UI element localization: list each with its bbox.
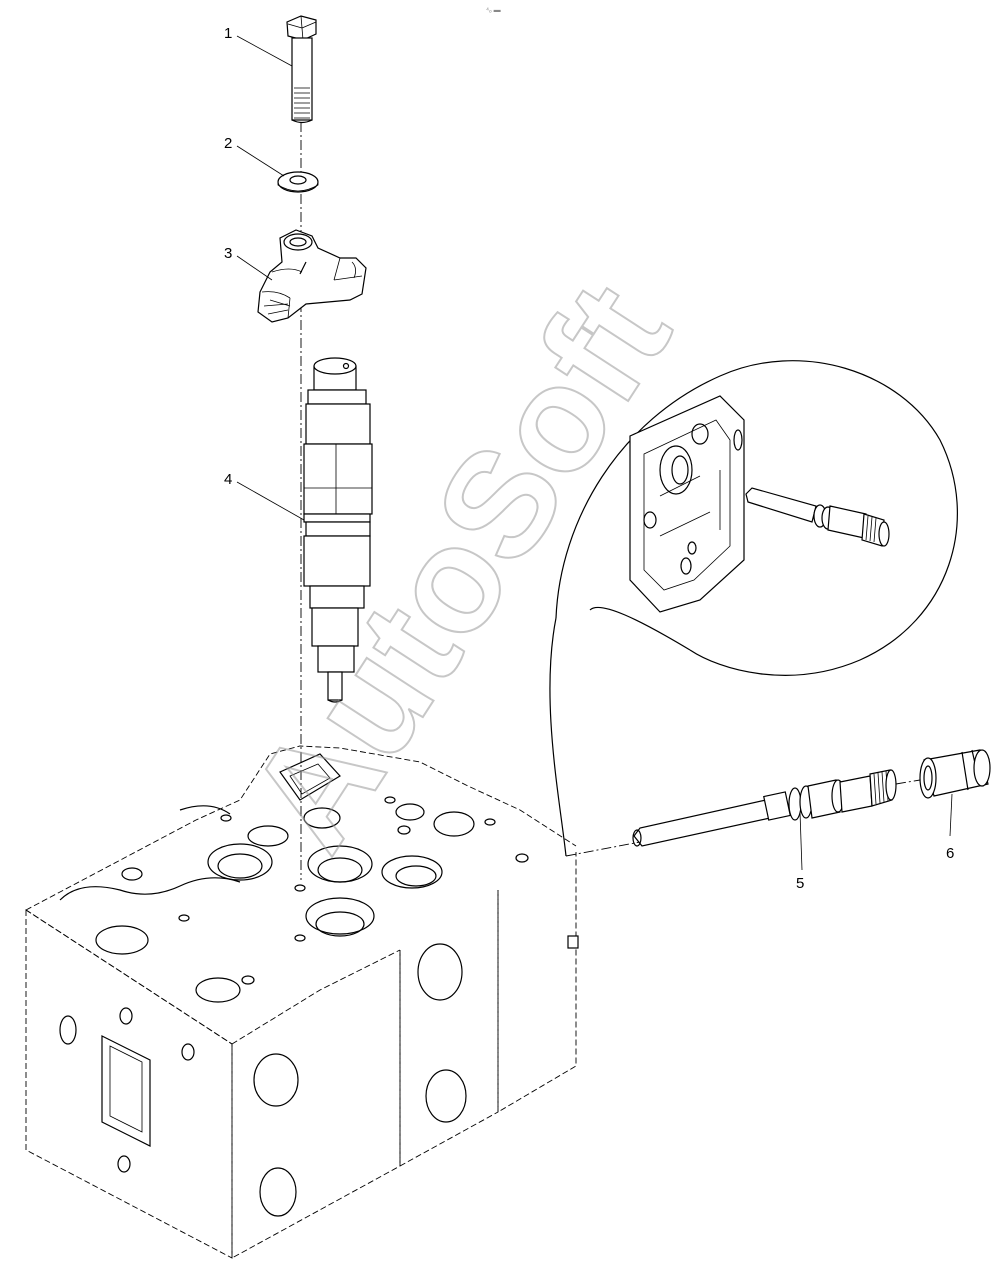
autosoft-watermark: AutoSoft [216, 255, 702, 877]
injector-part [303, 357, 373, 703]
clamp-part [257, 229, 367, 323]
callout-3: 3 [224, 245, 232, 262]
callout-6: 6 [946, 845, 954, 862]
connector-tube-part [565, 769, 921, 857]
sleeve-nut-part [919, 749, 991, 799]
detail-view [549, 360, 958, 857]
tiny-mark: ⁴ₒ ▬ [486, 7, 501, 14]
callout-2: 2 [224, 135, 232, 152]
callout-4: 4 [224, 471, 232, 488]
leader-lines [236, 35, 953, 871]
washer-part [277, 171, 319, 193]
callout-1: 1 [224, 25, 232, 42]
bolt-part [286, 15, 317, 124]
cylinder-head-part [25, 745, 579, 1259]
callout-5: 5 [796, 875, 804, 892]
